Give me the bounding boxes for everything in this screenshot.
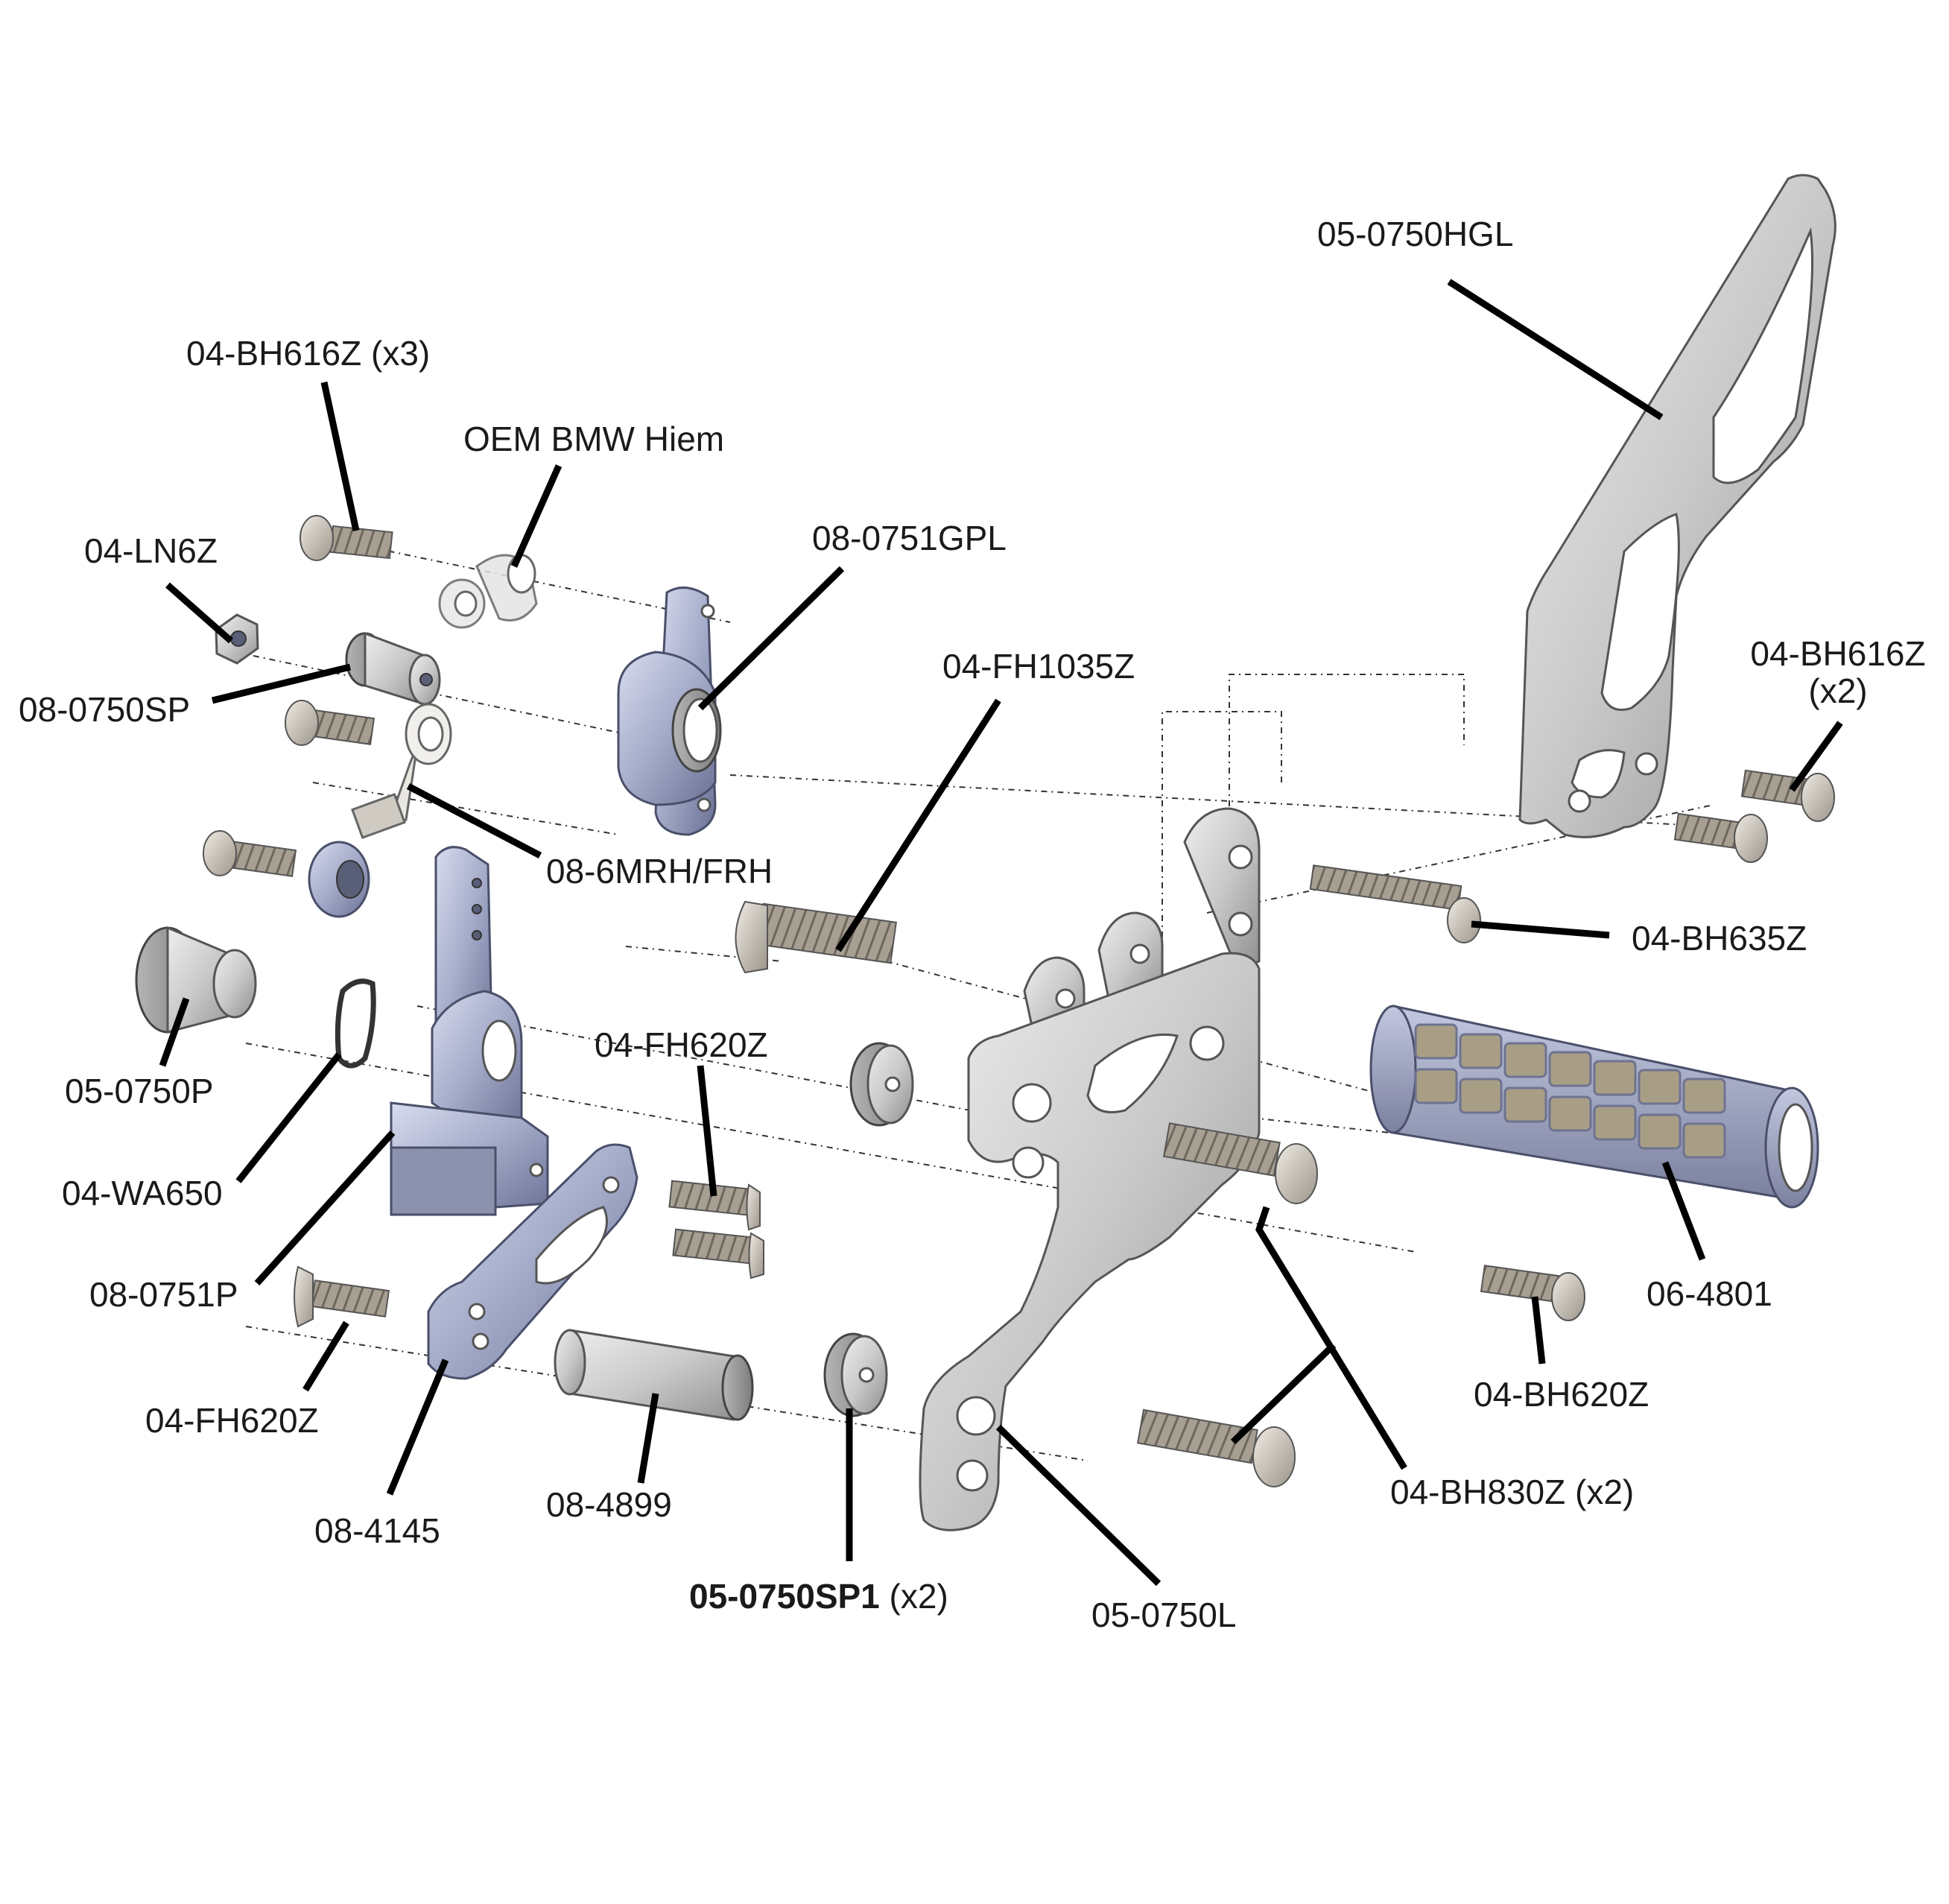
spacer-sp1-lower-part — [823, 1332, 888, 1417]
bolt-bh616-right-b-part — [1673, 812, 1768, 863]
label-spacer-sp: 08-0750SP — [19, 690, 190, 729]
oem-heim-joint-part — [438, 554, 538, 629]
pivot-bushing-part — [135, 926, 257, 1034]
callout-labels: 05-0750HGL 04-BH616Z (x3) OEM BMW Hiem 0… — [19, 215, 1926, 1634]
gear-linkage-part — [617, 586, 722, 836]
spacer-sp-part — [345, 631, 441, 706]
shift-peg-part — [554, 1329, 754, 1421]
bolt-fh620-upper-a-part — [668, 1180, 761, 1231]
label-bolt-bh620: 04-BH620Z — [1474, 1375, 1649, 1414]
label-bolt-fh620-upper: 04-FH620Z — [595, 1025, 768, 1064]
callout-leader-lines — [159, 279, 1843, 1587]
label-bolt-bh830: 04-BH830Z (x2) — [1390, 1473, 1634, 1511]
rearset-main-plate-part — [919, 807, 1261, 1531]
label-bolt-fh620-lower: 04-FH620Z — [145, 1401, 319, 1440]
bolt-bh620-part — [1480, 1265, 1585, 1321]
bolt-bh830-upper-part — [1162, 1122, 1318, 1204]
label-bolt-bh616-x2: 04-BH616Z — [1750, 634, 1925, 673]
label-heel-guard: 05-0750HGL — [1317, 215, 1513, 253]
footpeg-grip-part — [1369, 1005, 1819, 1209]
bolt-bh616-middle-part — [285, 700, 375, 746]
label-main-plate: 05-0750L — [1091, 1595, 1236, 1634]
bolt-fh1035-part — [735, 900, 898, 974]
label-bolt-bh616-x3: 04-BH616Z (x3) — [186, 334, 430, 373]
locknut-part — [215, 613, 259, 665]
label-locknut: 04-LN6Z — [84, 531, 218, 570]
grip-texture — [1414, 1023, 1726, 1159]
label-oem-heim: OEM BMW Hiem — [463, 420, 724, 458]
label-spacer-sp1-qty: (x2) — [880, 1577, 948, 1616]
bolt-fh620-lower-part — [294, 1265, 390, 1328]
label-shift-arm: 08-4145 — [314, 1511, 440, 1550]
spacer-sp1-upper-part — [849, 1042, 914, 1127]
label-spacer-sp1: 05-0750SP1 (x2) — [689, 1577, 948, 1616]
label-gear-linkage: 08-0751GPL — [812, 519, 1007, 557]
label-bolt-bh616-x2-qty: (x2) — [1808, 671, 1867, 710]
bolt-fh620-upper-b-part — [672, 1228, 764, 1280]
shift-lever-arm-part — [427, 1143, 638, 1380]
label-wave-washer: 04-WA650 — [62, 1174, 223, 1212]
shift-lever-pivot-part — [390, 846, 549, 1216]
label-shift-pivot: 08-0751P — [89, 1275, 238, 1314]
label-rod-end: 08-6MRH/FRH — [546, 852, 773, 891]
rod-end-part — [308, 703, 452, 918]
bolt-bh616-lower-part — [203, 830, 297, 877]
wave-washer-part — [335, 978, 376, 1069]
label-footpeg-grip: 06-4801 — [1647, 1274, 1772, 1313]
bolt-bh616-right-a-part — [1740, 769, 1835, 822]
label-shift-peg: 08-4899 — [546, 1485, 672, 1524]
label-spacer-sp1-part: 05-0750SP1 — [689, 1577, 880, 1616]
bolt-bh830-lower-part — [1137, 1408, 1296, 1487]
bolt-bh635-part — [1309, 864, 1481, 943]
bolt-bh616-top-part — [300, 515, 393, 561]
label-pivot-bushing: 05-0750P — [65, 1072, 214, 1110]
label-bolt-fh1035: 04-FH1035Z — [942, 647, 1135, 686]
label-bolt-bh635: 04-BH635Z — [1632, 919, 1807, 958]
heel-guard-part — [1518, 174, 1837, 838]
